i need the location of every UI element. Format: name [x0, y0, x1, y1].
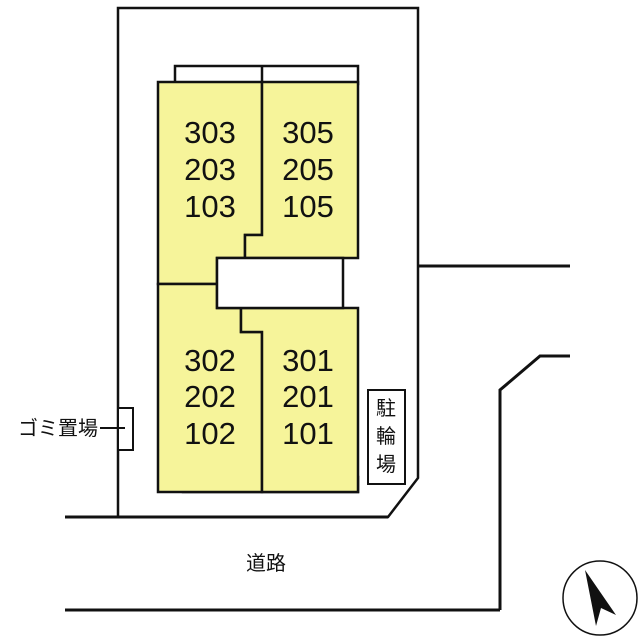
unit-203: 203 — [184, 152, 236, 187]
unit-102: 102 — [184, 416, 236, 451]
north-arrow-icon — [562, 560, 638, 636]
bicycle-parking-char-1: 駐 — [376, 396, 396, 420]
unit-101: 101 — [282, 416, 334, 451]
unit-205: 205 — [282, 152, 334, 187]
side-road-curb — [498, 354, 570, 610]
unit-201: 201 — [282, 379, 334, 414]
unit-block-bottom-right — [239, 306, 360, 494]
bicycle-parking-char-3: 場 — [376, 452, 396, 476]
unit-202: 202 — [184, 379, 236, 414]
bicycle-parking-box — [367, 389, 406, 485]
unit-103: 103 — [184, 189, 236, 224]
unit-303: 303 — [184, 115, 236, 150]
bicycle-parking-char-2: 輪 — [376, 424, 396, 448]
garbage-area-label: ゴミ置場 — [18, 416, 98, 440]
unit-305: 305 — [282, 115, 334, 150]
road-label: 道路 — [246, 551, 286, 575]
stair-hall — [215, 256, 345, 310]
unit-105: 105 — [282, 189, 334, 224]
unit-302: 302 — [184, 343, 236, 378]
unit-301: 301 — [282, 343, 334, 378]
